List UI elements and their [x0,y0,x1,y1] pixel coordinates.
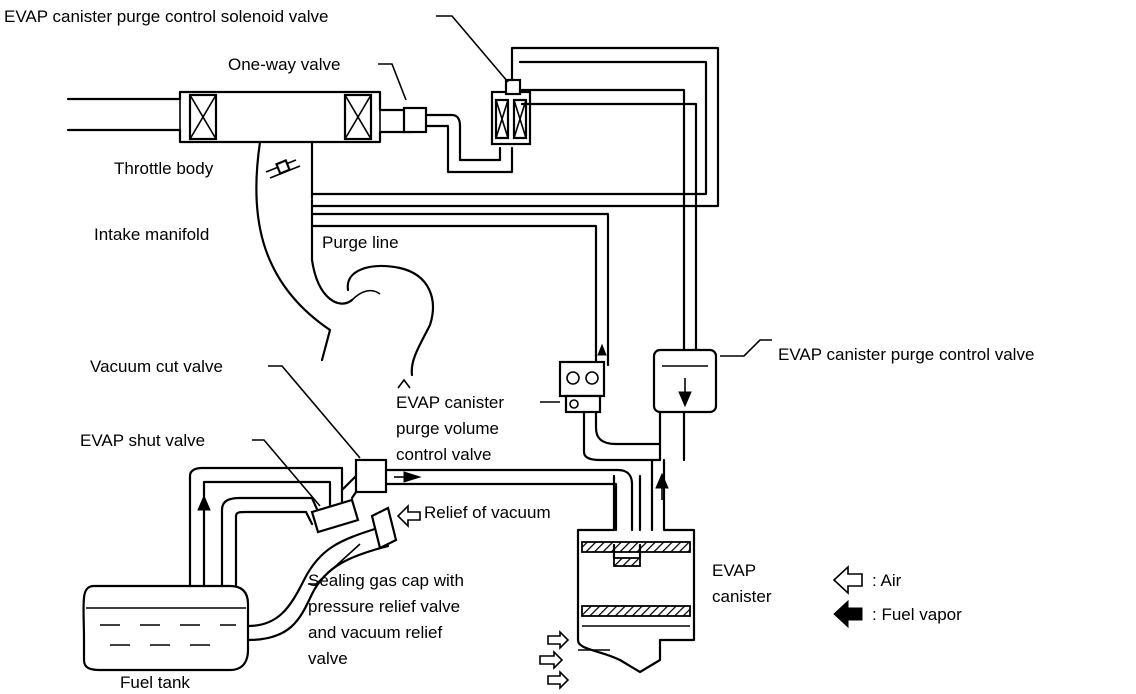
purge-control-solenoid-valve [490,78,532,146]
label-purge-volume-valve-line3: control valve [396,445,491,464]
throttle-body-duct [66,90,414,144]
purge-control-valve [652,348,718,462]
label-one-way-valve: One-way valve [228,55,340,74]
evap-canister [539,458,696,690]
purge-line [310,198,610,367]
label-gas-cap-line1: Sealing gas cap with [308,571,464,590]
label-purge-control-valve: EVAP canister purge control valve [778,345,1034,364]
label-gas-cap-line2: pressure relief valve [308,597,460,616]
solenoid-vacuum-lines [310,46,720,352]
label-gas-cap-line3: and vacuum relief [308,623,442,642]
fuel-vapor-arrow-icon [833,599,863,629]
label-gas-cap-line4: valve [308,649,348,668]
legend-fuel-vapor: : Fuel vapor [872,605,962,624]
legend: : Air : Fuel vapor [832,565,962,629]
label-canister-line1: EVAP [712,561,756,580]
intake-manifold [255,140,434,389]
vacuum-cut-valve [354,458,634,532]
label-throttle-body: Throttle body [114,159,214,178]
label-purge-volume-valve-line2: purge volume [396,419,499,438]
labels: EVAP canister purge control solenoid val… [4,7,1034,692]
label-solenoid-valve: EVAP canister purge control solenoid val… [4,7,328,26]
purge-volume-control-valve [558,360,662,462]
air-arrow-icon [832,565,863,595]
label-fuel-tank: Fuel tank [120,673,190,692]
label-relief-of-vacuum: Relief of vacuum [424,503,551,522]
label-intake-manifold: Intake manifold [94,225,209,244]
label-vacuum-cut-valve: Vacuum cut valve [90,357,223,376]
label-purge-line: Purge line [322,233,399,252]
label-shut-valve: EVAP shut valve [80,431,205,450]
label-canister-line2: canister [712,587,772,606]
one-way-valve [402,106,514,174]
fuel-tank [82,584,250,672]
label-purge-volume-valve-line1: EVAP canister [396,393,504,412]
leader-lines [252,15,772,585]
legend-air: : Air [872,571,902,590]
tank-vent-lines [188,466,421,642]
